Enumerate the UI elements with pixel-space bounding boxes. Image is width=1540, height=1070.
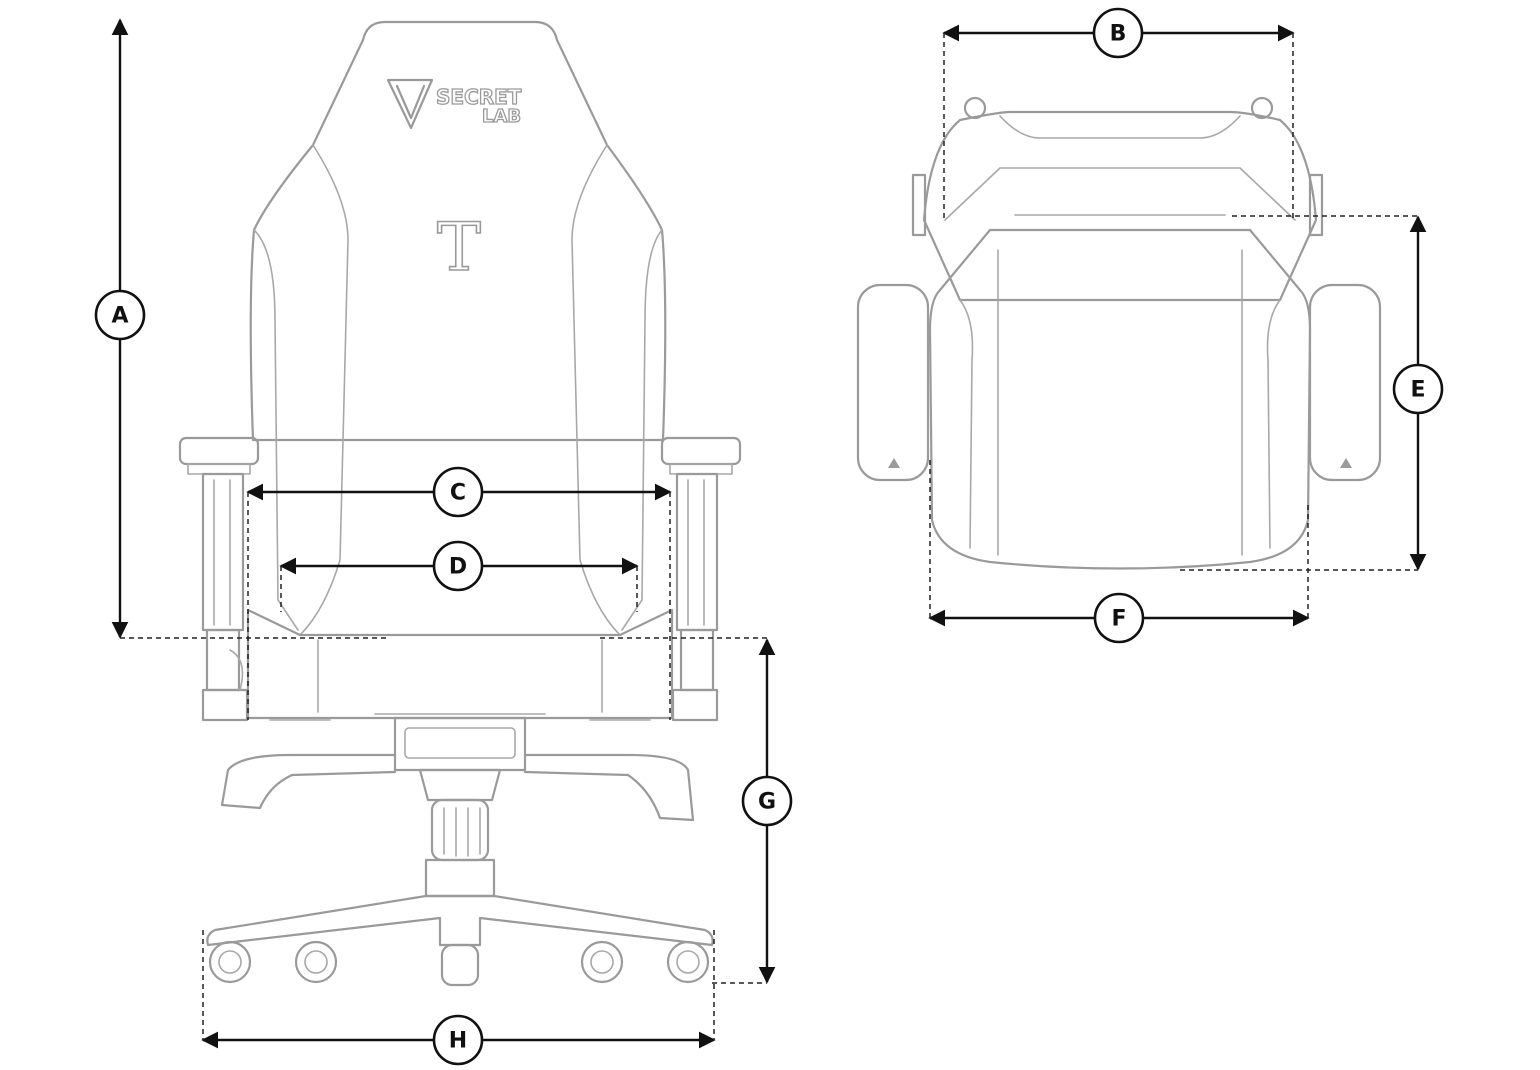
top-right-knob: [1250, 96, 1274, 120]
seat-front: [246, 608, 674, 720]
top-headrest-curve: [999, 115, 1241, 139]
backrest-left-side: [253, 229, 299, 631]
dim-b-badge: B: [1092, 7, 1144, 59]
top-left-knob: [963, 96, 987, 120]
top-shoulder-line: [944, 167, 1296, 221]
dim-e-label: E: [1410, 378, 1425, 403]
top-seat-bolsters: [959, 299, 1281, 549]
dimension-annotations: [111, 18, 1427, 1049]
caster-wheel-icon: [208, 940, 710, 987]
dim-a-badge: A: [94, 289, 146, 341]
backrest-right-side: [621, 229, 663, 631]
top-right-bracket: [1308, 173, 1324, 237]
top-backrest: [922, 110, 1318, 302]
right-lever: [523, 753, 695, 822]
top-seat: [928, 228, 1312, 570]
top-left-bracket: [911, 173, 927, 237]
dim-e-badge: E: [1392, 363, 1444, 415]
seat-underside: [269, 713, 651, 721]
dim-c-badge: C: [432, 466, 484, 518]
brand-line2: LAB: [482, 106, 521, 127]
dim-f-badge: F: [1093, 592, 1145, 644]
top-seat-seams: [997, 249, 1243, 556]
tilt-mechanism: [393, 716, 527, 772]
dim-a-label: A: [111, 304, 128, 329]
right-armrest: [660, 436, 742, 722]
five-star-base: [206, 894, 714, 947]
dim-g-label: G: [758, 790, 776, 815]
backrest-left-wing: [299, 144, 349, 636]
dim-h-label: H: [449, 1029, 467, 1054]
gas-lift: [418, 768, 502, 802]
dim-f-label: F: [1111, 607, 1126, 632]
left-lever: [220, 753, 397, 810]
left-armrest: [178, 436, 260, 722]
top-right-armpad: [1308, 283, 1382, 482]
dim-b-label: B: [1110, 22, 1127, 47]
top-left-armpad: [856, 283, 930, 482]
dim-d-label: D: [449, 555, 467, 580]
dim-d-badge: D: [432, 540, 484, 592]
dim-g-badge: G: [741, 775, 793, 827]
dim-h-badge: H: [432, 1014, 484, 1066]
t-emblem: T: [437, 209, 481, 286]
backrest-right-wing: [571, 144, 621, 636]
brand-emblem-icon: [386, 78, 434, 130]
dim-c-label: C: [450, 481, 466, 506]
front-view-chair: SECRET LAB T: [178, 20, 742, 987]
top-view-chair: [856, 96, 1382, 570]
brand-line1: SECRET: [436, 85, 522, 109]
